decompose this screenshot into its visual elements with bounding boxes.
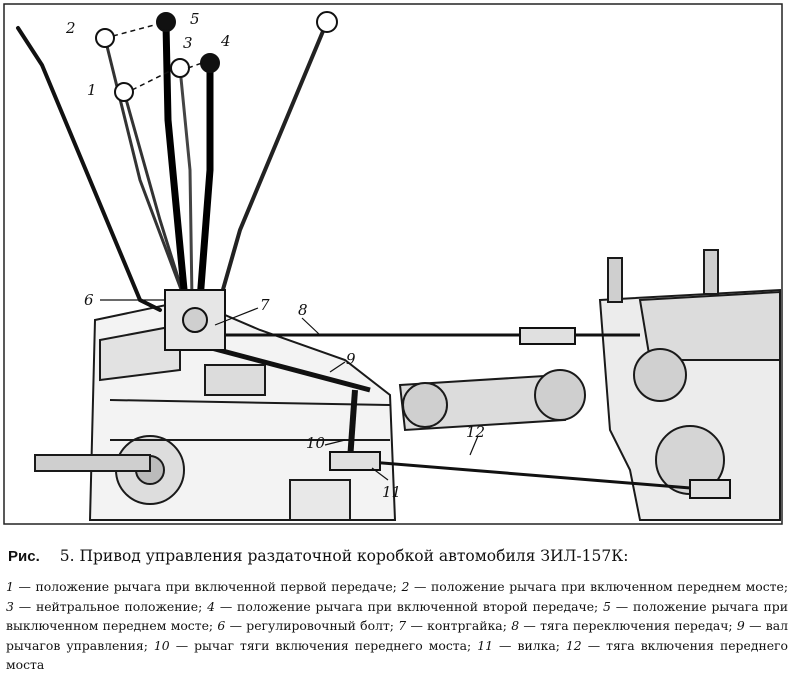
legend-text-7: — контргайка; bbox=[406, 618, 512, 634]
callout-leaders bbox=[100, 299, 479, 481]
legend-text-8: — тяга переключения передач; bbox=[519, 618, 737, 634]
legend-num-7: 7 bbox=[398, 618, 407, 634]
legend-num-8: 8 bbox=[511, 618, 520, 634]
legend-num-10: 10 bbox=[153, 637, 170, 653]
legend-num-2: 2 bbox=[401, 579, 410, 594]
linkage-rods bbox=[199, 327, 731, 499]
callout-10: 10 bbox=[306, 434, 326, 452]
callout-3: 3 bbox=[183, 34, 193, 52]
gearbox-housing bbox=[34, 298, 397, 521]
legend-num-9: 9 bbox=[736, 618, 745, 634]
callout-5: 5 bbox=[190, 10, 200, 28]
legend-text-12: — тяга включения переднего моста bbox=[6, 637, 788, 673]
knob-second-lever bbox=[316, 11, 338, 33]
transfer-case-drawing: 1 2 3 4 5 6 7 8 9 10 11 12 bbox=[3, 3, 783, 525]
callout-1: 1 bbox=[87, 81, 97, 99]
legend-num-4: 4 bbox=[207, 598, 215, 614]
legend-text-3: — нейтральное положение; bbox=[13, 598, 208, 614]
legend-num-3: 3 bbox=[6, 598, 14, 614]
callout-11: 11 bbox=[382, 483, 401, 501]
technical-illustration: 1 2 3 4 5 6 7 8 9 10 11 12 bbox=[3, 3, 783, 525]
figure-caption: Рис. 5. Привод управления раздаточной кор… bbox=[8, 546, 788, 567]
lever-knobs bbox=[95, 11, 338, 102]
legend-num-12: 12 bbox=[565, 637, 582, 653]
callout-9: 9 bbox=[346, 350, 356, 368]
legend-num-5: 5 bbox=[603, 598, 611, 614]
legend-num-1: 1 bbox=[6, 579, 14, 594]
callout-7: 7 bbox=[260, 296, 270, 314]
knob-position-3 bbox=[170, 58, 190, 78]
figure-title: 5. Привод управления раздаточной коробко… bbox=[59, 547, 629, 565]
legend-text-11: — вилка; bbox=[493, 637, 566, 653]
callout-12: 12 bbox=[466, 423, 485, 441]
callout-6: 6 bbox=[84, 291, 94, 309]
legend-text-5: — положение рычага при выключенном перед… bbox=[6, 598, 788, 634]
callout-4: 4 bbox=[220, 32, 231, 50]
callout-2: 2 bbox=[65, 19, 76, 37]
knob-position-4 bbox=[200, 53, 220, 73]
figure-legend: 1 — положение рычага при включенной перв… bbox=[6, 577, 788, 675]
figure-label: Рис. bbox=[8, 548, 40, 565]
transfer-case-housing bbox=[598, 249, 781, 521]
legend-num-6: 6 bbox=[217, 618, 226, 634]
lever-positions bbox=[16, 20, 328, 312]
legend-text-2: — положение рычага при включенном перед­… bbox=[409, 579, 789, 594]
legend-num-11: 11 bbox=[477, 637, 494, 653]
position-dash-lines bbox=[112, 23, 203, 91]
knob-position-1 bbox=[114, 82, 134, 102]
legend-text-9: — вал рычагов управления; bbox=[6, 618, 789, 653]
propeller-shaft bbox=[398, 369, 586, 432]
callout-8: 8 bbox=[298, 301, 308, 319]
legend-text-1: — положение рычага при включенной первой… bbox=[13, 579, 402, 594]
knob-position-5 bbox=[156, 12, 176, 32]
lever-bracket bbox=[164, 289, 226, 351]
legend-text-10: — рычаг тяги включения переднего моста; bbox=[169, 637, 478, 653]
legend-text-6: — регулировочный болт; bbox=[225, 618, 399, 634]
legend-text-4: — положение рычага при включенной второй… bbox=[215, 598, 604, 614]
knob-position-2 bbox=[95, 28, 115, 48]
